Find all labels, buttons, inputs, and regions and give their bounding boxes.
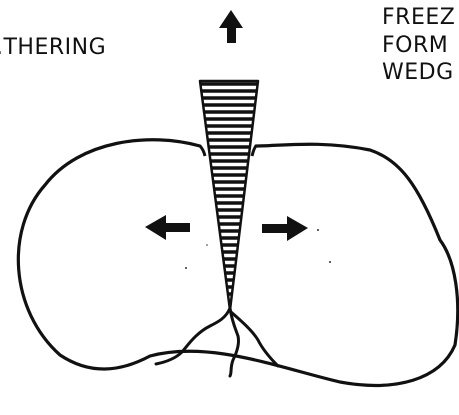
crack-edge-right bbox=[252, 146, 256, 156]
ice-wedge bbox=[190, 81, 270, 310]
arrow-left-icon bbox=[145, 215, 190, 240]
weathering-label: .THERING bbox=[0, 35, 106, 61]
freeze-label-line: FREEZ bbox=[382, 4, 455, 32]
wedge-label-line: WEDG bbox=[382, 59, 455, 87]
arrow-right-icon bbox=[262, 216, 308, 241]
fracture-roots bbox=[156, 308, 278, 376]
freeze-formed-wedge-label: FREEZ FORM WEDG bbox=[382, 4, 455, 87]
crack-edge-left bbox=[200, 146, 205, 156]
form-label-line: FORM bbox=[382, 32, 455, 60]
ice-wedge-stripes bbox=[190, 84, 270, 308]
scan-specks bbox=[185, 229, 331, 269]
arrow-up-icon bbox=[219, 10, 243, 43]
